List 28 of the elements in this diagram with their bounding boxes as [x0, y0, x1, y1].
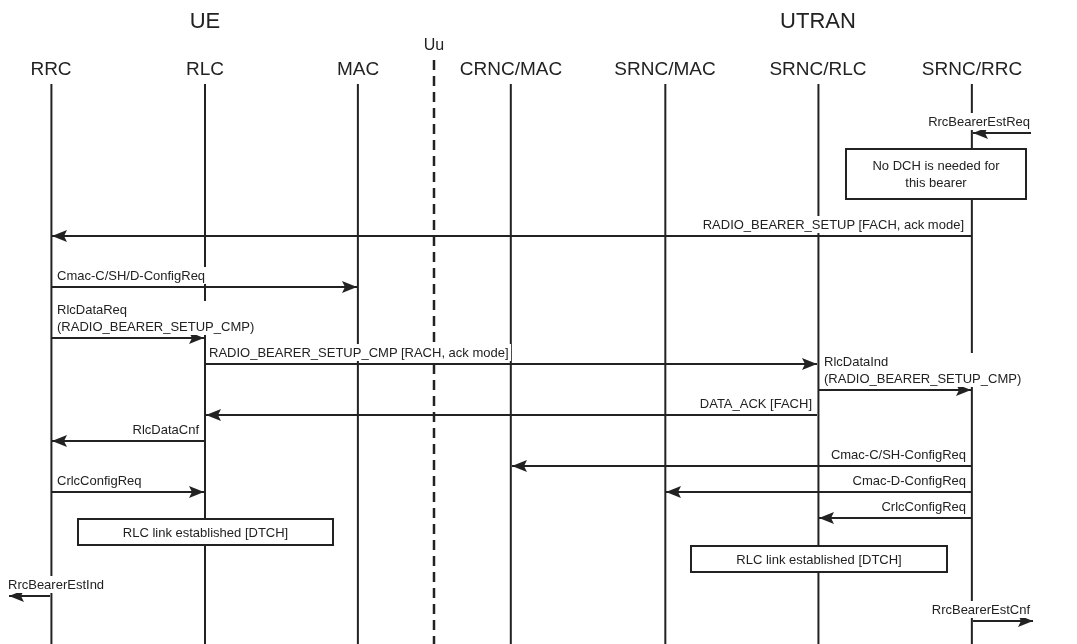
edge-label: RrcBearerEstReq — [926, 113, 1032, 130]
message-arrow — [665, 486, 972, 498]
message-arrow — [205, 358, 818, 370]
message-arrow — [511, 460, 972, 472]
edge-label: Cmac-C/SH/D-ConfigReq — [55, 267, 208, 284]
edge-label: RrcBearerEstCnf — [929, 601, 1032, 618]
note-box — [845, 148, 1027, 200]
note-text: RLC link established [DTCH] — [121, 523, 290, 541]
message-arrow — [51, 281, 358, 293]
edge-label: RrcBearerEstInd — [6, 576, 107, 593]
note-box — [77, 518, 334, 546]
message-arrow — [205, 409, 818, 421]
participant-label: SRNC/MAC — [613, 58, 717, 80]
note-text: RLC link established [DTCH] — [735, 550, 903, 568]
message-arrow — [818, 512, 972, 524]
message-arrow — [51, 230, 972, 242]
note-text: No DCH is needed for this bearer — [871, 157, 1001, 191]
participant-label: SRNC/RRC — [920, 58, 1024, 80]
participant-label: CRNC/MAC — [458, 58, 564, 80]
edge-label: RADIO_BEARER_SETUP [FACH, ack mode] — [700, 216, 966, 233]
participant-label: RRC — [29, 58, 73, 80]
message-arrow — [51, 486, 205, 498]
participant-label: RLC — [185, 58, 225, 80]
participant-label: MAC — [335, 58, 381, 80]
message-arrow — [51, 435, 205, 447]
edge-label: RADIO_BEARER_SETUP_CMP [RACH, ack mode] — [207, 344, 511, 361]
participant-label: SRNC/RLC — [768, 58, 868, 80]
note-box — [690, 545, 948, 573]
